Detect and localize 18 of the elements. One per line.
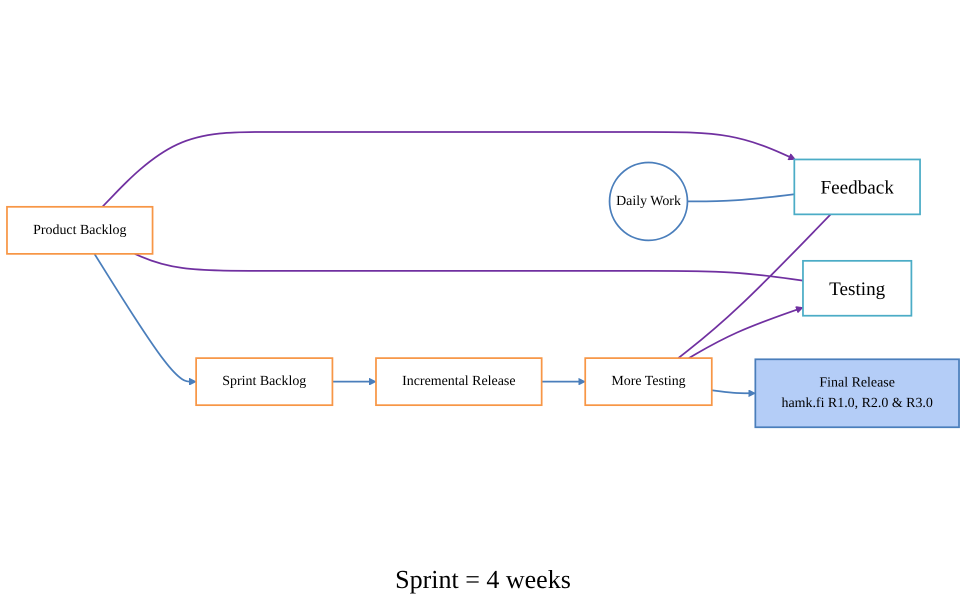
- node-box: Product Backlog: [6, 206, 154, 255]
- arrow: [712, 389, 756, 397]
- connector: [687, 193, 794, 202]
- node-box: Final Release hamk.fi R1.0, R2.0 & R3.0: [754, 358, 960, 428]
- arrow: [332, 378, 376, 386]
- node-box: Sprint Backlog: [195, 357, 334, 406]
- arrow: [542, 378, 586, 386]
- arrow: [102, 130, 796, 208]
- node-box: Incremental Release: [375, 357, 543, 406]
- node-box: More Testing: [584, 357, 713, 406]
- duration-note: Sprint = 4 weeks: [395, 565, 571, 595]
- arrow: [94, 253, 196, 386]
- arrow: [688, 306, 804, 359]
- node-box: Testing: [802, 260, 912, 316]
- connector: [134, 252, 804, 282]
- connector: [678, 214, 832, 359]
- node-circle: Daily Work: [608, 161, 688, 242]
- node-box: Feedback: [793, 158, 921, 216]
